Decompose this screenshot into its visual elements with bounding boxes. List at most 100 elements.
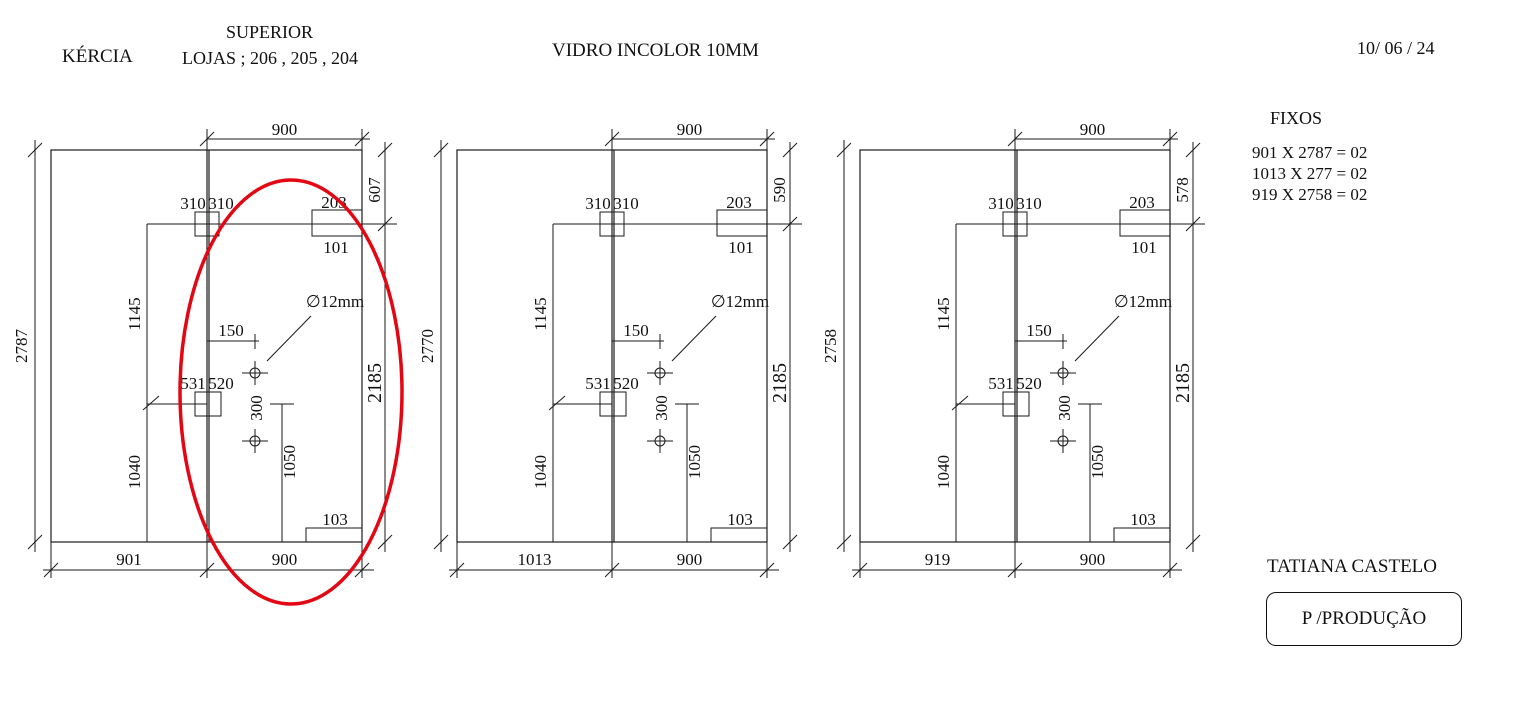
dim-hinge-right: 310 [1016, 194, 1042, 213]
lock-patch [194, 391, 222, 417]
dim-total-height: 2758 [821, 329, 840, 363]
hole-leader-line [671, 315, 717, 362]
dimension-tick [604, 562, 620, 578]
dimension-tick [759, 562, 775, 578]
dimension-tick [759, 131, 775, 147]
dimension-tick [377, 142, 393, 158]
client-name: KÉRCIA [62, 46, 133, 67]
dim-1040: 1040 [531, 455, 550, 489]
dim-right-width: 900 [677, 550, 703, 569]
dimension-tick [1162, 562, 1178, 578]
dim-right-height: 2185 [1172, 363, 1194, 403]
dimension-tick [836, 534, 852, 550]
dim-1040: 1040 [934, 455, 953, 489]
hole-diameter: ∅12mm [306, 292, 364, 311]
dim-top-right-height: 607 [365, 177, 384, 203]
dimension-tick [782, 142, 798, 158]
dim-lock-left: 531 [585, 374, 611, 393]
dim-300: 300 [652, 395, 671, 421]
dim-pivot-top: 203 [726, 193, 752, 212]
dimension-tick [27, 534, 43, 550]
dim-left-width: 1013 [518, 550, 552, 569]
dim-103: 103 [1130, 510, 1156, 529]
top-hinge-patch [194, 211, 220, 237]
dimension-tick [199, 562, 215, 578]
top-pivot-block [716, 209, 768, 237]
hole-diameter: ∅12mm [1114, 292, 1172, 311]
dim-150: 150 [623, 321, 649, 340]
dim-total-height: 2770 [418, 329, 437, 363]
dim-1145: 1145 [531, 297, 550, 330]
dim-hinge-right: 310 [613, 194, 639, 213]
dim-150: 150 [1026, 321, 1052, 340]
dimension-tick [782, 534, 798, 550]
hole-leader-line [266, 315, 312, 362]
dim-hinge-left: 310 [988, 194, 1014, 213]
dim-300: 300 [247, 395, 266, 421]
dim-pivot-bottom: 101 [1131, 238, 1157, 257]
dim-150: 150 [218, 321, 244, 340]
dimension-tick [951, 395, 969, 411]
red-highlight-ellipse [178, 178, 404, 606]
location-stores: LOJAS ; 206 , 205 , 204 [182, 48, 359, 68]
dim-lock-right: 520 [208, 374, 234, 393]
dimension-tick [836, 142, 852, 158]
dimension-tick [354, 562, 370, 578]
dimension-tick [433, 534, 449, 550]
dimension-tick [377, 534, 393, 550]
dimension-tick [433, 142, 449, 158]
dim-top-right-height: 578 [1173, 177, 1192, 203]
hole-diameter: ∅12mm [711, 292, 769, 311]
dim-103: 103 [322, 510, 348, 529]
top-pivot-block [1119, 209, 1171, 237]
fixos-title: FIXOS [1270, 108, 1323, 128]
fixos-item: 919 X 2758 = 02 [1252, 185, 1368, 204]
dim-1145: 1145 [934, 297, 953, 330]
production-stamp: P /PRODUÇÃO [1266, 592, 1462, 646]
dim-right-height: 2185 [364, 363, 386, 403]
dimension-tick [142, 395, 160, 411]
top-hinge-patch [599, 211, 625, 237]
responsible-name: TATIANA CASTELO [1267, 556, 1437, 577]
dim-hinge-left: 310 [585, 194, 611, 213]
dim-left-width: 919 [925, 550, 951, 569]
dim-300: 300 [1055, 395, 1074, 421]
dim-1050: 1050 [685, 445, 704, 479]
fixos-item: 901 X 2787 = 02 [1252, 143, 1368, 162]
lock-patch [599, 391, 627, 417]
dim-pivot-bottom: 101 [728, 238, 754, 257]
top-hinge-patch [1002, 211, 1028, 237]
dim-lock-right: 520 [1016, 374, 1042, 393]
dim-103: 103 [727, 510, 753, 529]
dimension-tick [852, 562, 868, 578]
hole-leader-line [1074, 315, 1120, 362]
dim-lock-right: 520 [613, 374, 639, 393]
dim-pivot-top: 203 [321, 193, 347, 212]
dimension-tick [1007, 131, 1023, 147]
dim-lock-left: 531 [180, 374, 206, 393]
bottom-pivot-block [305, 527, 363, 543]
dim-total-height: 2787 [12, 329, 31, 364]
fixos-list: 901 X 2787 = 02 1013 X 277 = 02 919 X 27… [1252, 142, 1367, 205]
dimension-tick [199, 131, 215, 147]
dim-hinge-right: 310 [208, 194, 234, 213]
dimension-tick [1007, 562, 1023, 578]
drawing-date: 10/ 06 / 24 [1357, 38, 1435, 58]
bottom-pivot-block [710, 527, 768, 543]
dim-left-width: 901 [116, 550, 142, 569]
dim-1050: 1050 [280, 445, 299, 479]
dim-top-right-height: 590 [770, 177, 789, 203]
dim-top-width: 900 [272, 120, 298, 139]
dim-top-width: 900 [1080, 120, 1106, 139]
dim-right-width: 900 [272, 550, 298, 569]
dim-1145: 1145 [125, 297, 144, 330]
bottom-pivot-block [1113, 527, 1171, 543]
dim-1050: 1050 [1088, 445, 1107, 479]
dim-right-height: 2185 [769, 363, 791, 403]
location-level: SUPERIOR [226, 22, 314, 42]
dimension-tick [604, 131, 620, 147]
dim-pivot-bottom: 101 [323, 238, 349, 257]
